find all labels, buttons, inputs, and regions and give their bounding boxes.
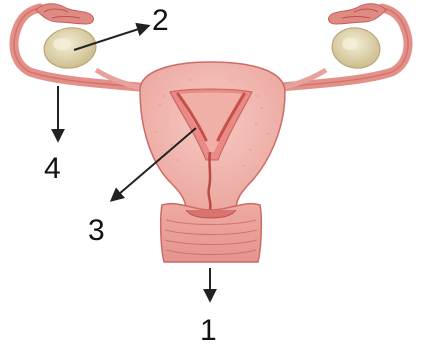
- label-4: 4: [44, 152, 61, 185]
- ovary-right: [329, 24, 383, 72]
- ovary-left: [41, 25, 98, 72]
- uterus: [140, 62, 285, 210]
- label-3: 3: [88, 214, 105, 247]
- vagina: [161, 204, 262, 262]
- label-2: 2: [152, 4, 169, 37]
- label-1: 1: [200, 314, 217, 347]
